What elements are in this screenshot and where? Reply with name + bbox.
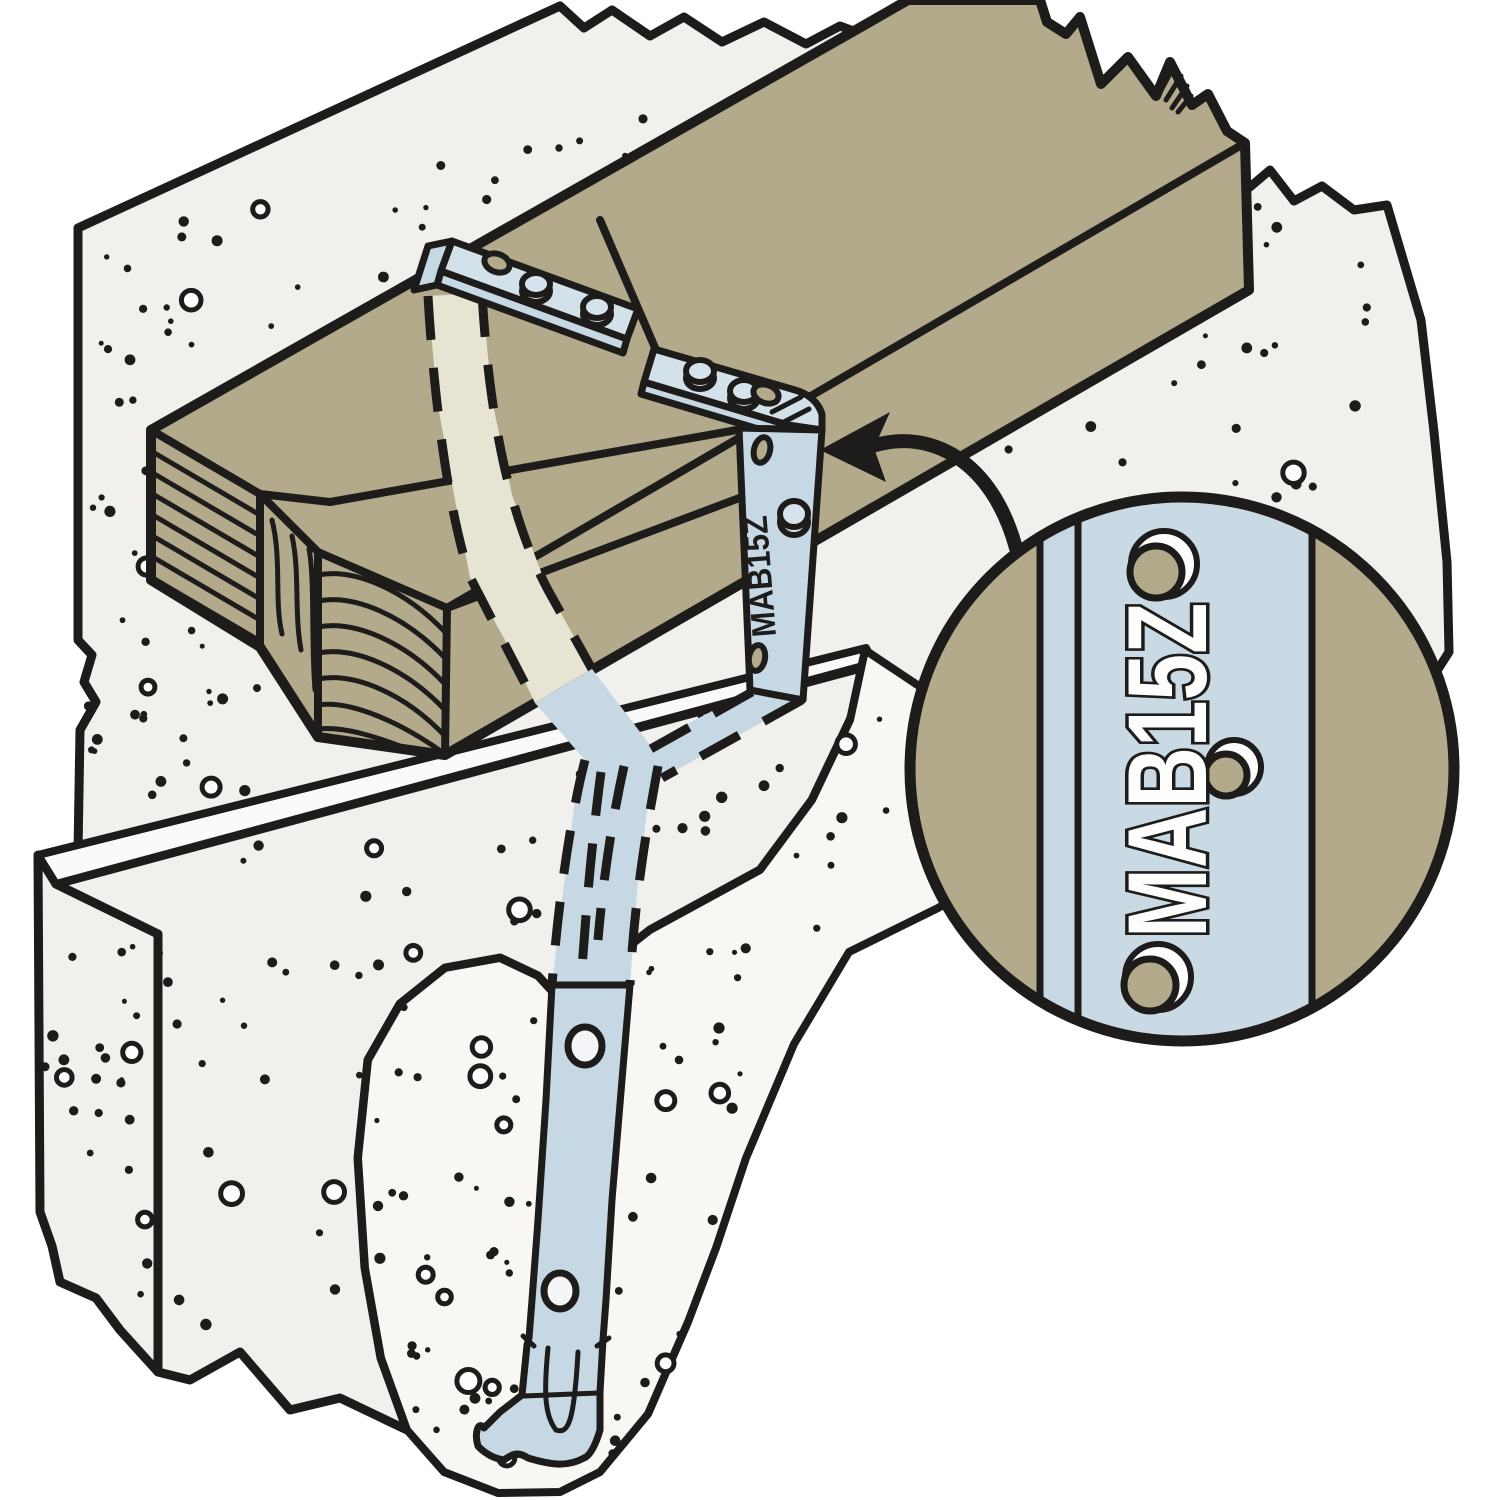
beam-top-splice-line bbox=[596, 216, 660, 354]
strap-foot-inner bbox=[543, 1345, 581, 1434]
end-grain-break-sliver bbox=[1157, 65, 1194, 115]
callout-stamp-text: MAB15Z bbox=[1105, 603, 1230, 938]
hidden-edge-band-left bbox=[547, 758, 590, 986]
hidden-fold-b bbox=[593, 765, 629, 941]
strap-hidden-left-leg bbox=[535, 669, 658, 985]
callout-hole-middle bbox=[1201, 737, 1264, 800]
arrow-tail bbox=[865, 434, 1023, 555]
callout-strap-band bbox=[1076, 502, 1312, 1036]
strap-vertical-face bbox=[735, 424, 826, 704]
callout-hole-bottom bbox=[1120, 941, 1194, 1015]
right-plate-fastener-1 bbox=[683, 357, 717, 392]
callout-hole-top bbox=[1126, 528, 1200, 602]
embedded-strap bbox=[472, 981, 634, 1468]
front-wall bbox=[33, 644, 878, 1435]
strap-hidden-right-leg bbox=[634, 690, 802, 778]
strap-embedded-run bbox=[472, 981, 634, 1468]
callout-strap-edge-strip bbox=[1040, 502, 1076, 1036]
strap-face-hole-upper bbox=[750, 434, 774, 466]
hidden-fold-a bbox=[576, 771, 606, 986]
strap-anchor-hole-lower bbox=[540, 1269, 580, 1313]
callout-ring bbox=[904, 491, 1460, 1047]
hidden-strap bbox=[423, 292, 805, 986]
hidden-edge-right bbox=[477, 292, 596, 672]
strap-face-fastener bbox=[777, 498, 811, 538]
strap-anchor-hole-upper bbox=[564, 1023, 606, 1069]
strap-tick-marks bbox=[769, 394, 812, 427]
strap-crimp-right bbox=[594, 1335, 612, 1349]
detail-callout: MAB15Z bbox=[904, 491, 1460, 1047]
strap-plates: MAB15Z bbox=[410, 237, 826, 704]
hidden-edge-leg-right-a bbox=[637, 688, 755, 759]
end-grain-member1 bbox=[148, 448, 263, 644]
hidden-edge-left bbox=[423, 295, 539, 706]
strap-foot-fold bbox=[521, 1390, 601, 1399]
beam-front-top-edge bbox=[443, 139, 1249, 612]
right-plate-hole bbox=[750, 381, 782, 407]
arrowhead-icon bbox=[820, 412, 890, 482]
end-grain-member2 bbox=[315, 571, 448, 755]
curved-arrow bbox=[820, 412, 1023, 555]
strap-face-hole-lower bbox=[745, 642, 769, 674]
strap-stamp-text: MAB15Z bbox=[736, 514, 784, 638]
end-grain-step-side bbox=[269, 517, 318, 693]
hidden-edge-leg-right-b bbox=[659, 696, 805, 782]
left-plate-fastener-1 bbox=[519, 270, 553, 305]
left-plate-hole bbox=[481, 250, 513, 276]
beam-member1-top-edge bbox=[326, 426, 741, 506]
strap-crimp-left bbox=[520, 1333, 537, 1349]
left-plate-fastener-2 bbox=[580, 293, 614, 328]
hidden-edge-band-right bbox=[625, 765, 663, 986]
